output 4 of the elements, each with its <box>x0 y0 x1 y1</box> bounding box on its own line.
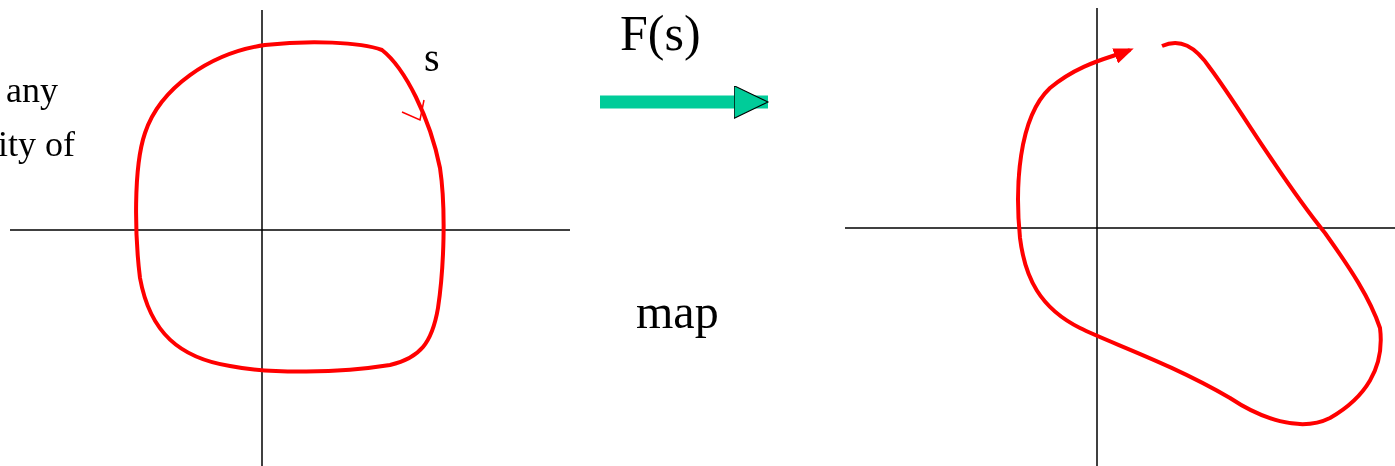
caption-text: map <box>636 288 719 336</box>
variable-label: s <box>424 38 440 78</box>
arrow <box>600 85 769 119</box>
text-fragment: any <box>6 72 58 108</box>
